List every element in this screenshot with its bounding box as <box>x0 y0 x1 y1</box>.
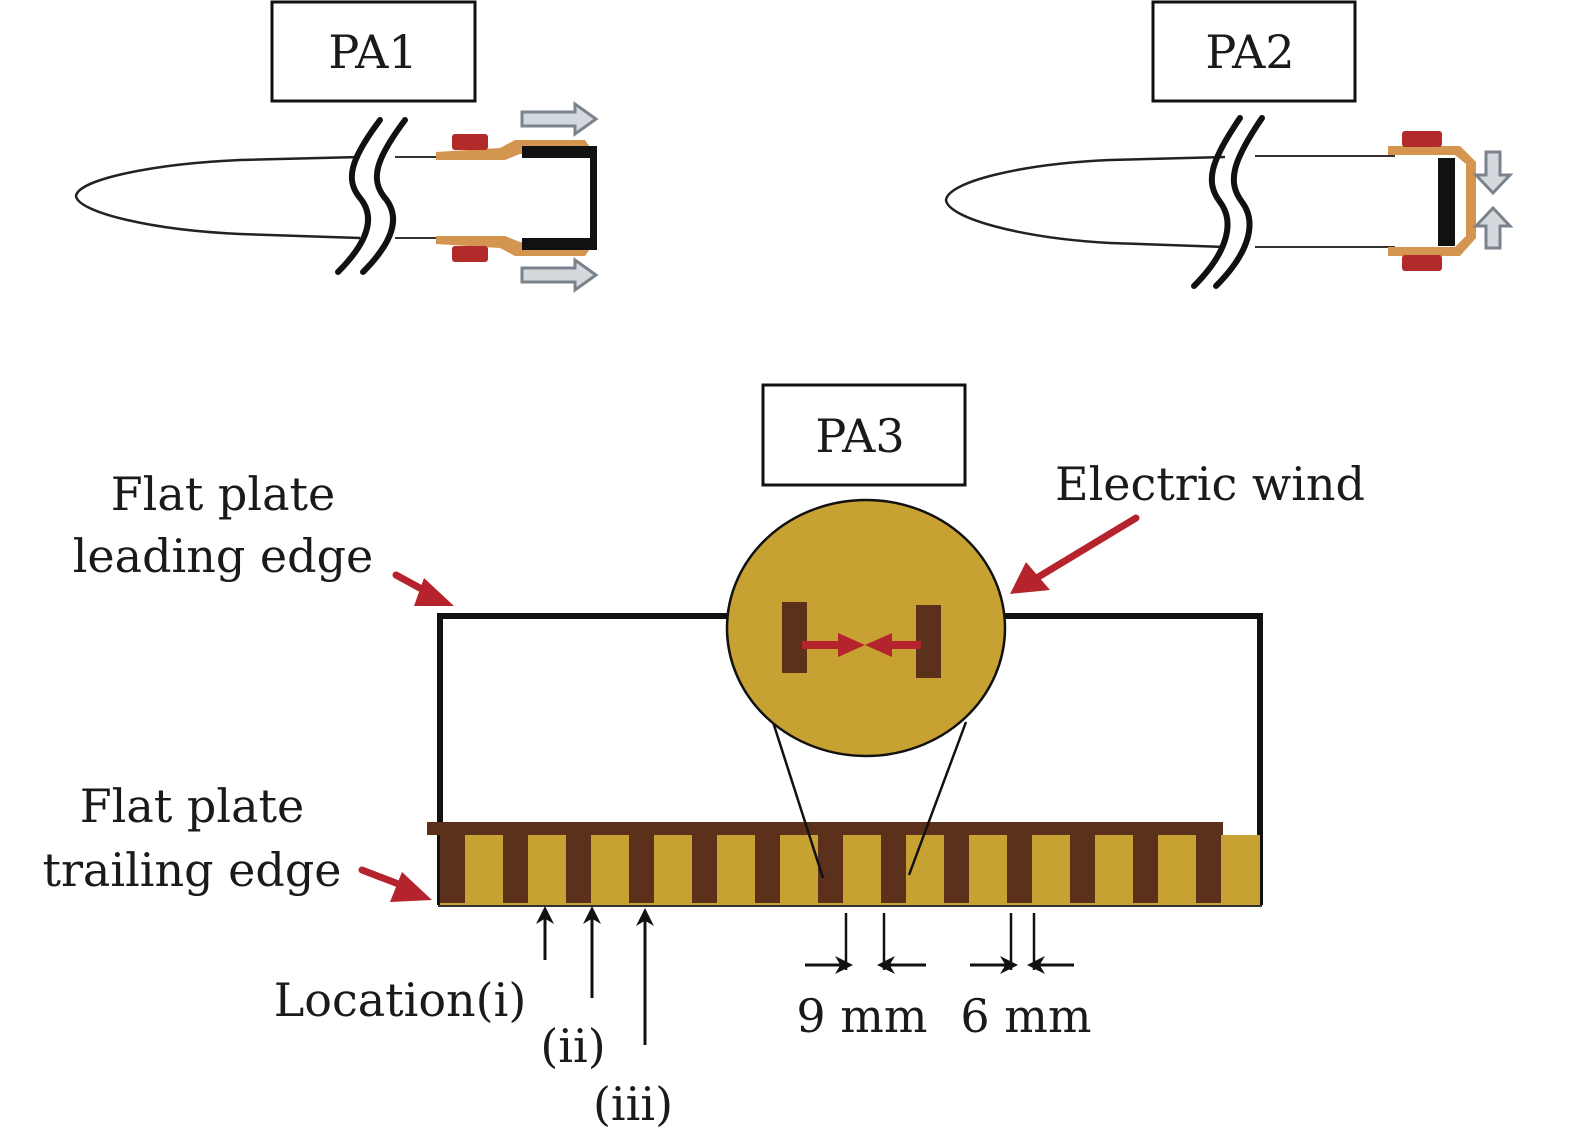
leading-edge-label-line2: leading edge <box>73 529 374 583</box>
comb-tooth <box>629 835 654 903</box>
comb-tooth <box>566 835 591 903</box>
electric-wind-arrow-right-shaft <box>888 641 921 649</box>
pa1-copper-top <box>436 140 592 160</box>
pa1-break-symbol-left <box>335 117 383 275</box>
pa1-panel: PA1 <box>74 0 599 293</box>
pa1-airfoil-outline <box>74 155 361 240</box>
pa2-copper-wrap <box>1388 146 1476 256</box>
zoom-line-left <box>771 721 825 879</box>
comb-tooth <box>1070 835 1095 903</box>
comb-tooth <box>1007 835 1032 903</box>
pa3-panel: PA3 Flat plate leading edge Flat plate t… <box>42 383 1365 1131</box>
pa1-flow-arrow-bottom-icon <box>520 257 599 293</box>
pa2-electrode-bottom <box>1402 255 1442 271</box>
comb-tooth <box>692 835 717 903</box>
comb-tooth <box>1196 835 1221 903</box>
pa2-flow-arrow-down-icon <box>1472 150 1514 196</box>
trailing-edge-label-line1: Flat plate <box>80 779 304 833</box>
pa2-label: PA2 <box>1205 25 1294 79</box>
pa1-trailing-edge-block <box>522 146 597 250</box>
electric-wind-pointer-icon <box>1010 514 1140 594</box>
pa1-label-box <box>270 0 477 103</box>
comb-tooth <box>440 835 465 903</box>
pa2-electrode-top <box>1402 131 1442 147</box>
location-i-label: Location(i) <box>274 973 527 1027</box>
comb-tooth <box>755 835 780 903</box>
location-ii-label: (ii) <box>540 1019 605 1073</box>
electric-wind-arrow-left-head-icon <box>838 633 865 657</box>
electric-wind-arrow-left-shaft <box>802 641 842 649</box>
pa1-electrode-bottom <box>452 246 488 262</box>
pa2-break-symbol-right <box>1213 115 1265 289</box>
comb-tooth <box>881 835 906 903</box>
pa2-panel: PA2 <box>944 0 1514 289</box>
pa3-label: PA3 <box>815 409 904 463</box>
pa2-airfoil-outline <box>944 155 1226 249</box>
magnified-electrode-left <box>782 602 807 673</box>
pa2-label-box <box>1151 0 1357 103</box>
gap-width-dimension <box>970 913 1074 974</box>
electrode-width-label: 9 mm <box>796 989 927 1043</box>
comb-tooth <box>503 835 528 903</box>
comb-tooth <box>1133 835 1158 903</box>
comb-tooth <box>944 835 969 903</box>
comb-electrode <box>427 822 1223 903</box>
comb-spine <box>427 822 1223 835</box>
pa1-electrode-top <box>452 134 488 150</box>
leading-edge-label-line1: Flat plate <box>111 467 335 521</box>
leading-edge-pointer-icon <box>392 571 454 606</box>
pa2-break-symbol-left <box>1191 115 1243 289</box>
pa1-label: PA1 <box>328 25 417 79</box>
location-iii-label: (iii) <box>593 1077 673 1131</box>
pa2-flow-arrow-up-icon <box>1472 205 1514 250</box>
electric-wind-label: Electric wind <box>1055 457 1365 511</box>
pa2-trailing-edge-block <box>1438 158 1455 246</box>
electric-wind-arrow-right-head-icon <box>865 633 892 657</box>
trailing-edge-label-line2: trailing edge <box>42 843 341 897</box>
gap-width-label: 6 mm <box>960 989 1091 1043</box>
pa1-flow-arrow-top-icon <box>520 101 599 137</box>
pa1-copper-bottom <box>436 236 592 256</box>
electrode-width-dimension <box>805 913 926 974</box>
zoom-line-right <box>907 721 968 876</box>
trailing-edge-pointer-icon <box>358 866 432 902</box>
comb-tooth <box>818 835 843 903</box>
magnified-detail-circle <box>725 498 1007 758</box>
pa1-break-symbol-right <box>360 117 408 275</box>
pa3-label-box <box>761 383 967 487</box>
